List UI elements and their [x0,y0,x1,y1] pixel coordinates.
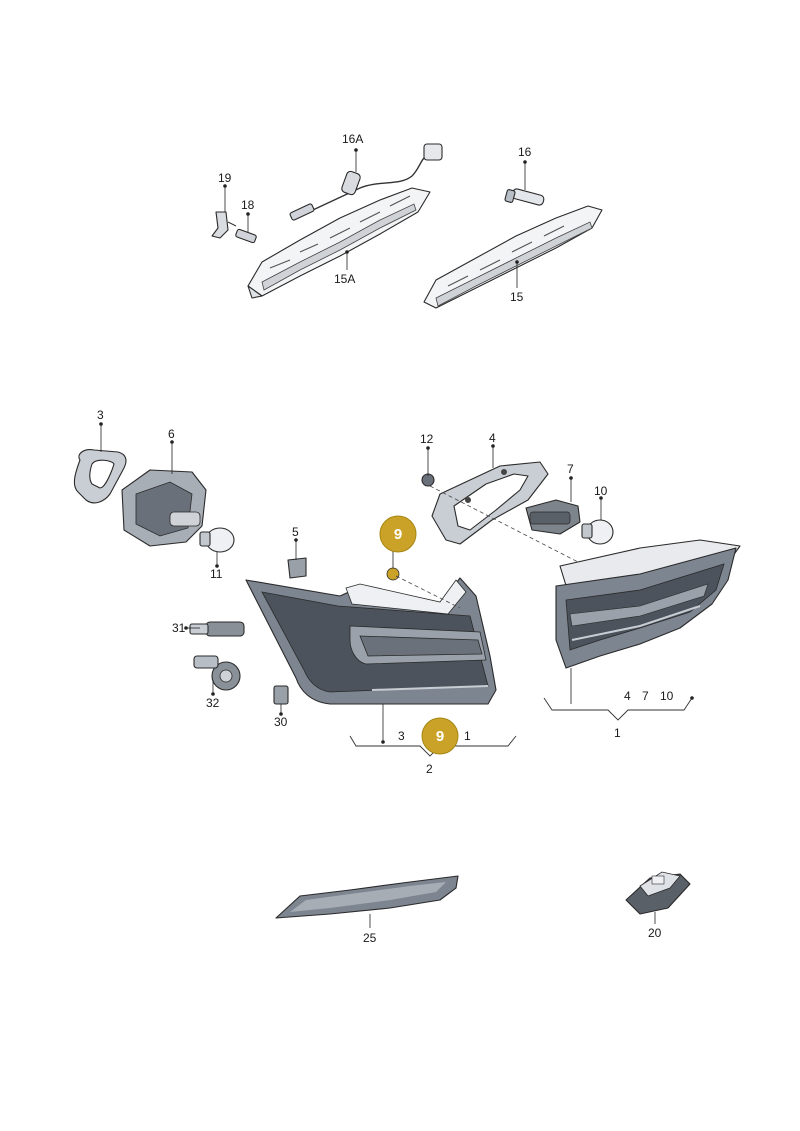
part-32-socket [193,655,241,691]
part-10-bulb [581,519,614,545]
assembly-axis-2 [395,575,461,609]
label-20: 20 [648,926,662,940]
part-7-bulb-holder [525,499,581,535]
label-3: 3 [97,408,104,422]
part-15A-brake-light [247,187,431,299]
part-9-nut [386,567,400,581]
label-16A: 16A [342,132,363,146]
leader-lines-top [223,148,527,288]
callout-9-upper-text: 9 [394,526,402,543]
label-group2-a: 3 [398,729,405,743]
label-18: 18 [241,198,255,212]
group-bracket-1 [543,696,694,721]
label-group1-total: 1 [614,726,621,740]
label-7: 7 [567,462,574,476]
label-4: 4 [489,431,496,445]
label-10: 10 [594,484,608,498]
label-6: 6 [168,427,175,441]
part-19-clip [211,211,237,239]
label-31: 31 [172,621,186,635]
part-2-outer-tail-light [245,577,497,705]
part-25-reflector [275,875,459,919]
label-group1-c: 10 [660,689,674,703]
label-16: 16 [518,145,532,159]
label-25: 25 [363,931,377,945]
label-19: 19 [218,171,232,185]
part-15-brake-light [423,205,603,309]
label-32: 32 [206,696,220,710]
label-15: 15 [510,290,524,304]
part-31-socket [189,621,245,637]
leader-lines-bottom [369,912,656,928]
part-4-gasket [431,461,549,545]
label-group2-b: 1 [464,729,471,743]
part-30-clip [273,685,289,705]
callout-9-lower[interactable]: 9 [421,717,459,755]
label-group2-total: 2 [426,762,433,776]
part-20-license-light [625,871,691,915]
part-1-inner-tail-light [555,539,741,669]
label-group1-a: 4 [624,689,631,703]
group-bracket-2 [349,735,517,757]
part-16A-connector-wire [289,143,443,221]
part-3-gasket [73,449,127,504]
label-12: 12 [420,432,434,446]
part-16-bulb [504,188,545,206]
leader-lines-middle [99,422,603,744]
callout-9-lower-text: 9 [436,728,444,745]
part-6-bulb-holder [121,469,207,547]
label-group1-b: 7 [642,689,649,703]
label-5: 5 [292,525,299,539]
label-11: 11 [210,567,223,581]
part-18-screw [235,228,257,244]
callout-9-upper[interactable]: 9 [379,515,417,553]
part-5-pad [287,557,307,579]
label-30: 30 [274,715,288,729]
label-15A: 15A [334,272,355,286]
part-11-bulb [199,527,235,553]
